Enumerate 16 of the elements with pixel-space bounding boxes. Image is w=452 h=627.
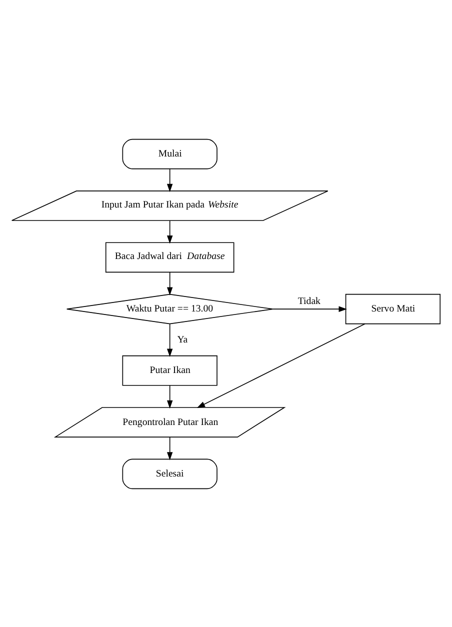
arrow	[272, 306, 347, 312]
arrow	[166, 168, 173, 192]
arrow	[166, 384, 173, 408]
edge-label: Tidak	[298, 295, 320, 306]
node-box: Mulai	[122, 138, 218, 169]
arrow	[166, 220, 173, 244]
arrow	[196, 323, 366, 408]
node-diamond: Waktu Putar == 13.00	[66, 293, 274, 324]
arrow	[166, 323, 173, 356]
node-box: Baca Jadwal dari Database	[105, 242, 234, 272]
edge-label: Ya	[177, 334, 188, 345]
arrow	[166, 272, 173, 295]
arrow	[166, 436, 173, 460]
node-box: Selesai	[122, 458, 218, 489]
node-box: Putar Ikan	[122, 354, 218, 386]
node-box: Servo Mati	[345, 293, 441, 324]
